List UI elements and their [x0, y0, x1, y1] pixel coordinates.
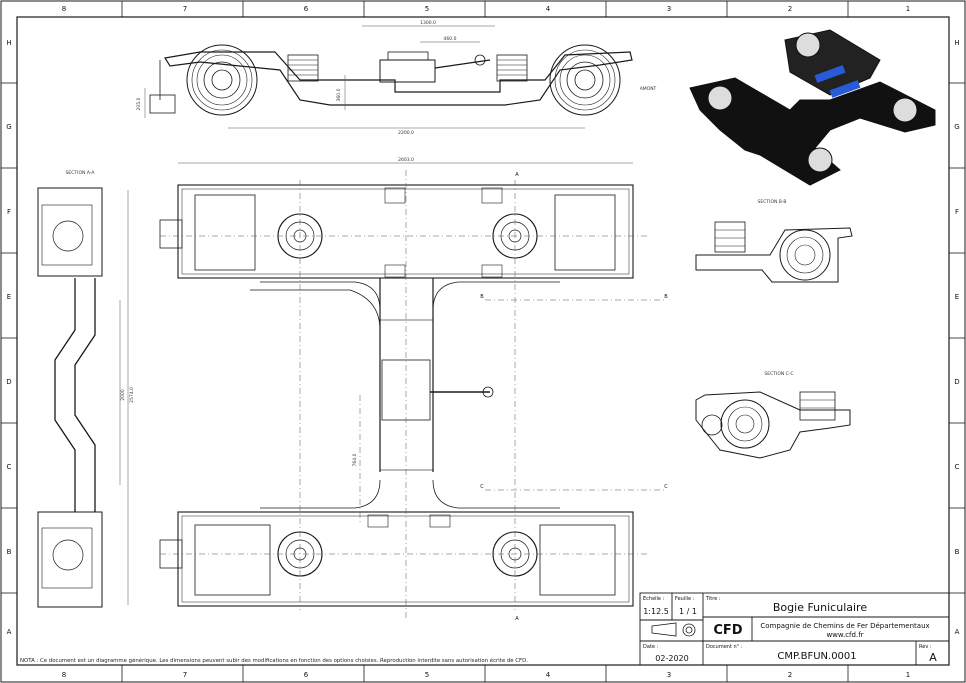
col-label-bottom-7: 7: [183, 671, 187, 679]
section-aa-title: SECTION A-A: [66, 170, 96, 176]
col-label-bottom-6: 6: [304, 671, 309, 679]
col-label-bottom-4: 4: [546, 671, 551, 679]
title-block-text: Echelle : 1:12.5 Feuille : 1 / 1 Titre :…: [643, 596, 937, 664]
row-label-h: H: [6, 39, 11, 47]
section-cc-title: SECTION C-C: [764, 371, 793, 377]
section-aa-dims: [119, 190, 129, 605]
dim-764: 764.0: [352, 453, 358, 466]
plan-view-dim-text: 2603.0 764.0: [352, 157, 414, 466]
col-label-2: 2: [788, 5, 792, 13]
row-label-a: A: [7, 628, 12, 636]
grid-rows: [1, 82, 965, 594]
row-label-right-e: E: [955, 293, 959, 301]
col-label-bottom-3: 3: [667, 671, 671, 679]
date-value: 02-2020: [655, 654, 688, 663]
isometric-view: [689, 29, 936, 186]
company-name: Compagnie de Chemins de Fer Départementa…: [760, 622, 929, 630]
revision-value: A: [929, 651, 937, 664]
row-label-right-b: B: [955, 548, 960, 556]
row-label-b: B: [7, 548, 12, 556]
section-mark-b-right: B: [664, 294, 668, 300]
col-label-bottom-8: 8: [62, 671, 66, 679]
col-label-bottom-5: 5: [425, 671, 429, 679]
section-markers: A A B B C C: [480, 172, 668, 622]
section-cc-view: [695, 391, 851, 459]
label-amont: AMONT: [640, 86, 657, 92]
section-mark-c-left: C: [480, 484, 484, 490]
company-website: www.cfd.fr: [826, 631, 863, 639]
scale-label: Echelle :: [643, 596, 665, 602]
row-label-g: G: [6, 123, 11, 131]
row-label-right-d: D: [954, 378, 959, 386]
side-view-dimensions: [144, 25, 585, 129]
sheet-label: Feuille :: [675, 596, 695, 602]
row-label-d: D: [6, 378, 11, 386]
col-label-4: 4: [546, 5, 551, 13]
row-label-right-a: A: [955, 628, 960, 636]
col-label-bottom-1: 1: [906, 671, 910, 679]
dim-2000: 2000: [120, 389, 126, 401]
dim-205: 205.0: [136, 97, 142, 110]
section-bb-title: SECTION B-B: [758, 199, 787, 205]
dim-460: 460.0: [444, 36, 457, 42]
section-aa-view: [37, 187, 103, 608]
row-label-right-c: C: [955, 463, 960, 471]
scale-value: 1:12.5: [643, 607, 669, 616]
row-label-right-f: F: [955, 208, 959, 216]
section-mark-a-bottom: A: [515, 616, 519, 622]
row-label-e: E: [7, 293, 11, 301]
row-label-right-h: H: [954, 39, 959, 47]
grid-column-labels: 8 7 6 5 4 3 2 1 8 7 6 5 4 3 2 1: [62, 5, 910, 679]
side-view: [149, 44, 633, 116]
company-logo: CFD: [713, 623, 742, 638]
section-bb-view: [695, 221, 853, 283]
dim-360: 360.0: [336, 88, 342, 101]
dim-2200: 2200.0: [398, 130, 414, 136]
row-label-f: F: [7, 208, 11, 216]
title-block: [639, 592, 950, 666]
col-label-8: 8: [62, 5, 66, 13]
row-label-right-g: G: [954, 123, 959, 131]
title-label: Titre :: [705, 596, 721, 602]
legal-note: NOTA : Ce document est un diagramme géné…: [20, 657, 528, 664]
dim-2603: 2603.0: [398, 157, 414, 163]
col-label-3: 3: [667, 5, 671, 13]
sheet-value: 1 / 1: [679, 607, 697, 616]
col-label-6: 6: [304, 5, 309, 13]
plan-view-centerlines: [160, 170, 665, 620]
section-mark-c-right: C: [664, 484, 668, 490]
grid-row-labels: H G F E D C B A H G F E D C B A: [6, 39, 959, 636]
col-label-7: 7: [183, 5, 187, 13]
date-label: Date :: [643, 644, 659, 650]
grid-columns: [121, 1, 849, 682]
section-aa-text: SECTION A-A 2574.0 2000: [66, 170, 135, 403]
dim-1300: 1300.0: [420, 20, 436, 26]
col-label-bottom-2: 2: [788, 671, 792, 679]
projection-symbol-icon: [651, 622, 696, 637]
document-value: CMP.BFUN.0001: [777, 651, 856, 662]
side-view-dim-text: 1300.0 460.0 2200.0 360.0 205.0 AMONT: [136, 20, 657, 136]
row-label-c: C: [7, 463, 12, 471]
document-label: Document n° :: [706, 644, 743, 650]
revision-label: Rév :: [919, 643, 932, 650]
dim-2574: 2574.0: [129, 387, 135, 403]
section-mark-b-left: B: [480, 294, 484, 300]
plan-view: [159, 184, 634, 607]
col-label-1: 1: [906, 5, 910, 13]
col-label-5: 5: [425, 5, 429, 13]
section-mark-a-top: A: [515, 172, 519, 178]
title-value: Bogie Funiculaire: [773, 601, 867, 614]
